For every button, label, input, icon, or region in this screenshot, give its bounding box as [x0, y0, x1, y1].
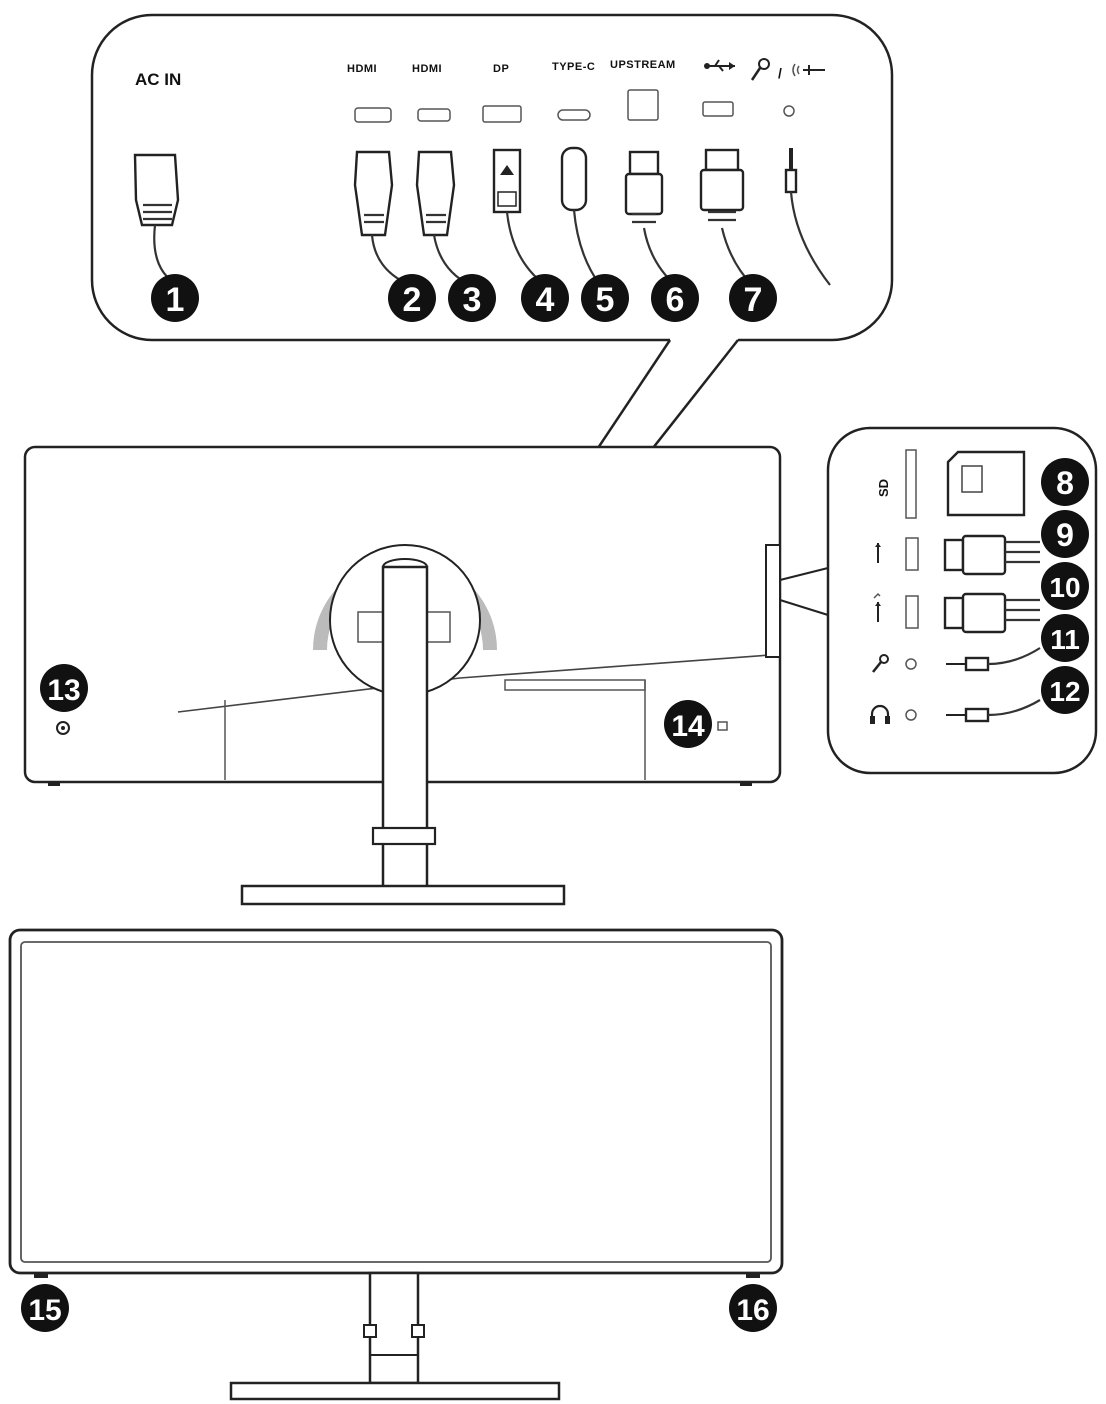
typec-port: [557, 109, 591, 121]
audio-jack-port: [783, 105, 795, 117]
callout-7: 7: [729, 274, 777, 322]
rear-panel-callout: AC IN HDMI HDMI DP TYPE-C UPSTREAM /: [90, 13, 894, 656]
stand-base: [240, 884, 566, 906]
svg-text:4: 4: [536, 281, 555, 319]
svg-text:14: 14: [671, 710, 705, 743]
sd-card-icon: [946, 450, 1026, 517]
typec-cable: [560, 146, 601, 286]
svg-text:2: 2: [403, 281, 422, 319]
usb-icon: [875, 543, 881, 563]
joystick-button: [717, 721, 728, 731]
hdmi2-port: [417, 108, 451, 122]
callout-12: 12: [1041, 666, 1089, 714]
sd-label: SD: [876, 479, 891, 497]
usb-plug-9: [943, 534, 1040, 576]
audio-out-icon: [792, 63, 825, 77]
usb-charging-icon: [873, 592, 881, 622]
usb-a-cable: [699, 148, 753, 286]
callout-15: 15: [21, 1284, 69, 1332]
side-panel-callout: SD: [826, 426, 1098, 775]
svg-text:7: 7: [744, 281, 763, 319]
ac-in-label: AC IN: [135, 70, 181, 89]
svg-text:6: 6: [666, 281, 685, 319]
callout-16: 16: [729, 1284, 777, 1332]
usb-icon: [704, 59, 735, 72]
callout-3: 3: [448, 274, 496, 322]
hdmi1-cable: [353, 150, 411, 287]
svg-text:13: 13: [47, 674, 80, 707]
screen: [20, 941, 772, 1263]
callout-1: 1: [151, 274, 199, 322]
hdmi2-label: HDMI: [412, 63, 442, 75]
svg-text:15: 15: [28, 1294, 61, 1327]
monitor-back-view: 13 14: [23, 445, 829, 906]
svg-text:3: 3: [463, 281, 482, 319]
monitor-front-view: 15 16: [8, 928, 784, 1401]
usb-b-port: [627, 89, 659, 121]
hdmi1-label: HDMI: [347, 63, 377, 75]
hdmi1-port: [354, 107, 392, 123]
dp-port: [482, 105, 522, 123]
upstream-label: UPSTREAM: [610, 59, 676, 71]
svg-text:1: 1: [166, 281, 185, 319]
svg-text:16: 16: [736, 1294, 769, 1327]
lock-slot-icon: [56, 721, 70, 735]
svg-text:9: 9: [1056, 517, 1074, 553]
microphone-icon: [872, 654, 889, 673]
usb-b-cable: [624, 150, 676, 286]
callout-11: 11: [1041, 614, 1089, 662]
svg-text:12: 12: [1049, 676, 1080, 707]
callout-2: 2: [388, 274, 436, 322]
svg-text:10: 10: [1049, 572, 1080, 603]
callout-10: 10: [1041, 562, 1089, 610]
usb-port-side-1: [905, 537, 919, 571]
svg-text:8: 8: [1056, 465, 1074, 501]
callout-14: 14: [664, 700, 712, 748]
callout-4: 4: [521, 274, 569, 322]
slash-separator: /: [778, 65, 782, 81]
audio-cable: [784, 148, 831, 286]
callout-5: 5: [581, 274, 629, 322]
mic-plug: [946, 647, 1041, 672]
callout-13: 13: [40, 664, 88, 712]
usb-port-side-2: [905, 595, 919, 629]
callout-8: 8: [1041, 458, 1089, 506]
typec-label: TYPE-C: [552, 61, 595, 73]
usb-a-port: [702, 101, 734, 117]
callout-6: 6: [651, 274, 699, 322]
front-stand-base: [229, 1381, 561, 1401]
sd-slot: [905, 449, 917, 519]
usb-plug-10: [943, 592, 1040, 634]
ac-cable: [133, 153, 180, 286]
front-stand-column: [368, 1271, 420, 1385]
headphone-icon: [870, 704, 890, 724]
callout-9: 9: [1041, 510, 1089, 558]
svg-text:11: 11: [1050, 624, 1080, 655]
svg-text:5: 5: [596, 281, 615, 319]
dp-label: DP: [493, 63, 509, 75]
microphone-icon: [750, 58, 770, 81]
headphone-plug: [946, 699, 1041, 723]
